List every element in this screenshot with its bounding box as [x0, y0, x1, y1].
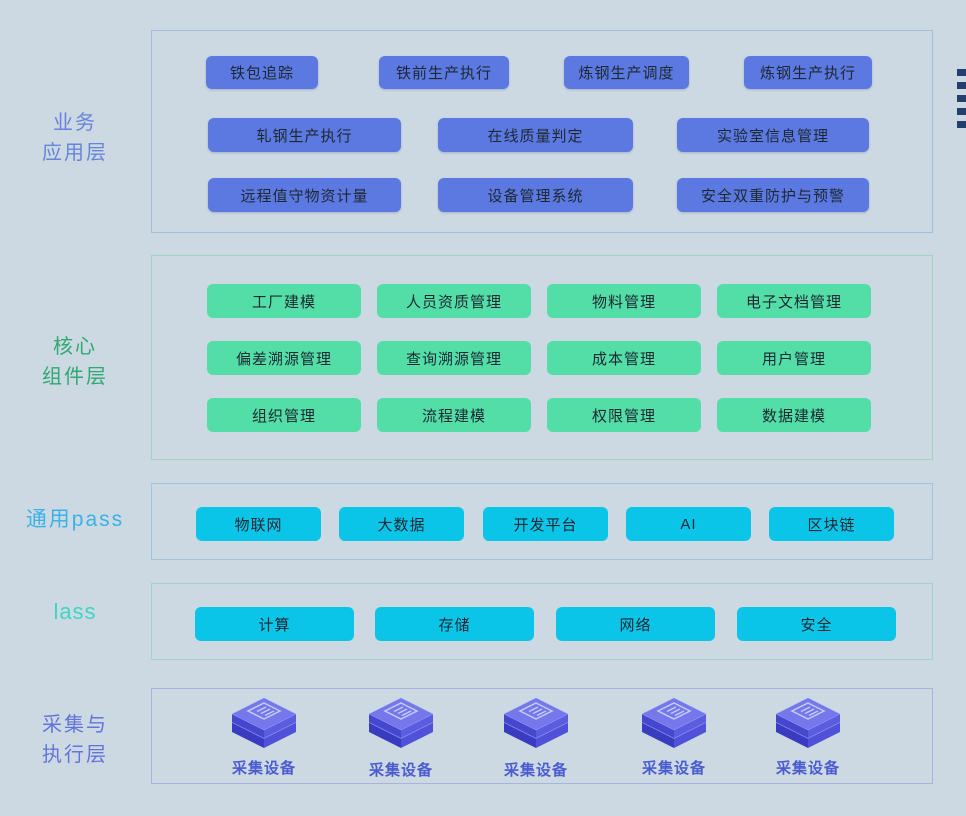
device-label: 采集设备	[775, 760, 840, 777]
business-layer-label-line1: 业务	[53, 112, 97, 134]
business-layer-label: 业务 应用层	[0, 108, 150, 168]
component-button[interactable]: 用户管理	[717, 341, 871, 375]
component-button[interactable]: 成本管理	[547, 341, 701, 375]
app-button[interactable]: 炼钢生产调度	[564, 56, 689, 89]
component-button[interactable]: 物料管理	[547, 284, 701, 318]
device-label: 采集设备	[641, 760, 706, 777]
paas-button[interactable]: 开发平台	[483, 507, 608, 541]
edge-mark	[957, 121, 966, 128]
pass-layer-label-text: 通用pass	[25, 508, 125, 531]
app-button[interactable]: 铁包追踪	[206, 56, 318, 89]
collect-layer-label: 采集与 执行层	[0, 710, 150, 770]
component-button[interactable]: 人员资质管理	[377, 284, 531, 318]
iass-layer-panel: 计算 存储 网络 安全	[151, 583, 933, 660]
iaas-button[interactable]: 存储	[375, 607, 534, 641]
paas-button[interactable]: AI	[626, 507, 751, 541]
device-cube-icon	[641, 697, 707, 748]
collect-layer-panel: 采集设备 采集设备 采集设备 采集设备	[151, 688, 933, 784]
app-button[interactable]: 设备管理系统	[438, 178, 633, 212]
device-label: 采集设备	[368, 762, 433, 779]
edge-mark	[957, 82, 966, 89]
device-cube-icon	[231, 697, 297, 748]
component-button[interactable]: 流程建模	[377, 398, 531, 432]
paas-button[interactable]: 区块链	[769, 507, 894, 541]
device-label: 采集设备	[231, 760, 296, 777]
app-button[interactable]: 远程值守物资计量	[208, 178, 401, 212]
core-layer-label: 核心 组件层	[0, 332, 150, 392]
component-button[interactable]: 工厂建模	[207, 284, 361, 318]
collect-layer-label-line1: 采集与	[42, 714, 108, 736]
edge-mark	[957, 108, 966, 115]
edge-clipped-marks	[957, 69, 966, 134]
component-button[interactable]: 电子文档管理	[717, 284, 871, 318]
pass-layer-label: 通用pass	[0, 505, 150, 535]
app-button[interactable]: 炼钢生产执行	[744, 56, 872, 89]
business-layer-panel: 铁包追踪 铁前生产执行 炼钢生产调度 炼钢生产执行 轧钢生产执行 在线质量判定 …	[151, 30, 933, 233]
collect-layer-label-line2: 执行层	[42, 744, 108, 766]
component-button[interactable]: 数据建模	[717, 398, 871, 432]
paas-button[interactable]: 物联网	[196, 507, 321, 541]
iaas-button[interactable]: 安全	[737, 607, 896, 641]
core-layer-label-line2: 组件层	[42, 366, 108, 388]
device-cube-icon	[368, 697, 434, 748]
app-button[interactable]: 安全双重防护与预警	[677, 178, 869, 212]
device-cube-icon	[503, 697, 569, 748]
component-button[interactable]: 权限管理	[547, 398, 701, 432]
device-cube-icon	[775, 697, 841, 748]
core-layer-label-line1: 核心	[53, 336, 97, 358]
paas-button[interactable]: 大数据	[339, 507, 464, 541]
app-button[interactable]: 在线质量判定	[438, 118, 633, 152]
iaas-button[interactable]: 计算	[195, 607, 354, 641]
app-button[interactable]: 铁前生产执行	[379, 56, 509, 89]
iass-layer-label: lass	[0, 597, 150, 627]
component-button[interactable]: 偏差溯源管理	[207, 341, 361, 375]
business-layer-label-line2: 应用层	[42, 142, 108, 164]
app-button[interactable]: 轧钢生产执行	[208, 118, 401, 152]
edge-mark	[957, 69, 966, 76]
pass-layer-panel: 物联网 大数据 开发平台 AI 区块链	[151, 483, 933, 560]
iass-layer-label-text: lass	[53, 599, 97, 624]
device-label: 采集设备	[503, 762, 568, 779]
component-button[interactable]: 组织管理	[207, 398, 361, 432]
app-button[interactable]: 实验室信息管理	[677, 118, 869, 152]
core-layer-panel: 工厂建模 人员资质管理 物料管理 电子文档管理 偏差溯源管理 查询溯源管理 成本…	[151, 255, 933, 460]
edge-mark	[957, 95, 966, 102]
iaas-button[interactable]: 网络	[556, 607, 715, 641]
component-button[interactable]: 查询溯源管理	[377, 341, 531, 375]
